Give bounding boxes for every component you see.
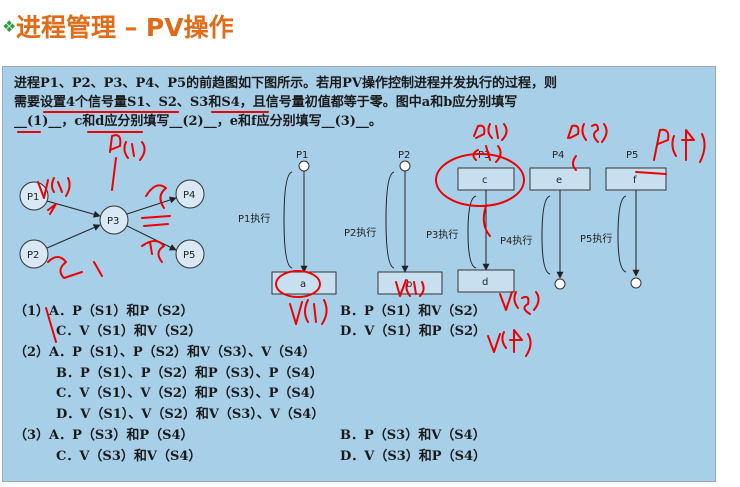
flow-p1-start — [298, 160, 310, 172]
precedence-graph: P1 P2 P3 P4 P5 — [19, 179, 205, 269]
flow-p3: P3 c P3执行 d — [426, 150, 515, 293]
flow-p5-exec: P5执行 — [580, 232, 612, 245]
slide-panel — [2, 66, 716, 482]
title-bar: ❖ 进程管理 – PV操作 — [0, 0, 740, 58]
flow-p3-brace — [467, 195, 477, 269]
flow-p5: P5 f P5执行 — [580, 150, 667, 289]
flow-p5-brace — [617, 195, 627, 273]
question-text: 进程P1、P2、P3、P4、P5的前趋图如下图所示。若用PV操作控制进程并发执行… — [14, 74, 704, 131]
flow-p1-name: P1 — [296, 150, 308, 161]
page-title: 进程管理 – PV操作 — [16, 13, 234, 42]
question-line-1: 进程P1、P2、P3、P4、P5的前趋图如下图所示。若用PV操作控制进程并发执行… — [14, 76, 557, 91]
handwritten-annotations — [17, 111, 706, 357]
flow-p3-box-c-label: c — [482, 175, 488, 186]
flow-p5-name: P5 — [626, 150, 638, 161]
flow-p1: P1 P1执行 a — [238, 150, 337, 295]
flow-p3-name: P3 — [478, 150, 490, 161]
flow-p2-exec: P2执行 — [344, 226, 376, 239]
flow-p4-brace — [541, 195, 551, 275]
edge-p3-p4 — [126, 196, 177, 215]
graph-label-p1: P1 — [27, 192, 39, 203]
edge-p1-p3 — [46, 200, 101, 218]
flow-p1-exec: P1执行 — [238, 212, 270, 225]
flow-p1-box-label: a — [300, 279, 306, 290]
option-q2-d: D．V（S1）、V（S2）和V（S3）、V（S4） — [56, 407, 325, 422]
option-q1-d: D．V（S1）和P（S2） — [340, 324, 487, 339]
flow-p3-box-d-label: d — [482, 277, 488, 288]
edge-p2-p3 — [46, 224, 101, 249]
flow-p4-box-label: e — [556, 175, 562, 186]
flow-p2-brace — [385, 171, 395, 269]
option-q3-b: B．P（S3）和V（S4） — [340, 428, 486, 443]
flow-p4-end — [554, 278, 566, 290]
edge-p3-p5 — [126, 225, 177, 251]
flow-p2-start — [399, 160, 411, 172]
option-q1-b: B．P（S1）和V（S2） — [340, 304, 486, 319]
graph-node-p2 — [19, 239, 49, 269]
graph-label-p2: P2 — [27, 250, 39, 261]
graph-label-p4: P4 — [183, 190, 195, 201]
option-q2-b: B．P（S1）、P（S2）和P（S3）、P（S4） — [56, 366, 323, 381]
option-q2-a: （2）A．P（S1）、P（S2）和V（S3）、V（S4） — [14, 345, 316, 360]
flow-p4-name: P4 — [552, 150, 564, 161]
flow-p2-box-label: b — [406, 279, 412, 290]
option-q3-a: （3）A．P（S3）和P（S4） — [14, 428, 194, 443]
option-q3-d: D．V（S3）和P（S4） — [340, 449, 487, 464]
question-line-3: __(1)__，c和d应分别填写__(2)__，e和f应分别填写__(3)__。 — [14, 114, 382, 129]
option-q1-c: C．V（S1）和V（S2） — [56, 324, 202, 339]
flow-p3-box-d — [457, 269, 515, 293]
graph-node-p4 — [175, 179, 205, 209]
option-q2-c: C．V（S1）、V（S2）和P（S3）、P（S4） — [56, 386, 323, 401]
flow-p2-box-b — [377, 271, 443, 295]
graph-label-p3: P3 — [107, 216, 119, 227]
flow-p4: P4 e P4执行 — [500, 150, 591, 290]
flow-p2-name: P2 — [398, 150, 410, 161]
flow-p2: P2 P2执行 b — [344, 150, 443, 295]
flow-p5-box-label: f — [633, 175, 637, 186]
graph-node-p3 — [99, 205, 129, 235]
option-q1-a: （1）A．P（S1）和P（S2） — [14, 304, 194, 319]
flow-p3-exec: P3执行 — [426, 228, 458, 241]
graph-node-p5 — [175, 239, 205, 269]
flow-p1-brace — [283, 171, 293, 269]
flow-p5-end — [630, 277, 642, 289]
graph-label-p5: P5 — [183, 250, 195, 261]
bullet-diamond-icon: ❖ — [2, 17, 17, 36]
question-line-2: 需要设置4个信号量S1、S2、S3和S4，且信号量初值都等于零。图中a和b应分别… — [14, 95, 518, 110]
option-q3-c: C．V（S3）和V（S4） — [56, 449, 202, 464]
flow-p4-exec: P4执行 — [500, 234, 532, 247]
